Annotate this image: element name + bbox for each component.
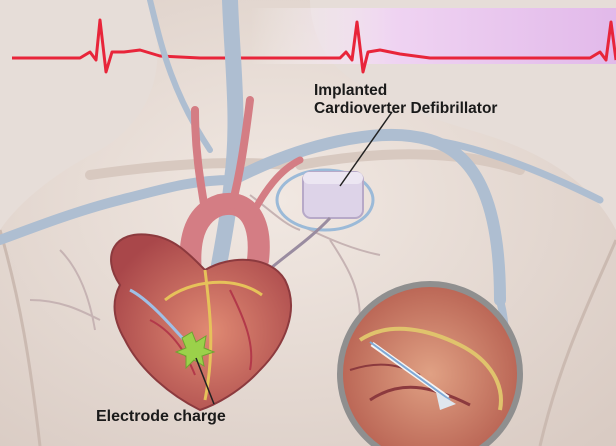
- magnified-inset: [340, 284, 520, 446]
- icd-label-line2: Cardioverter Defibrillator: [314, 100, 497, 118]
- icd-label: Implanted Cardioverter Defibrillator: [314, 82, 497, 118]
- ecg-band: [250, 8, 616, 64]
- electrode-label: Electrode charge: [96, 408, 226, 426]
- icd-label-line1: Implanted: [314, 82, 497, 100]
